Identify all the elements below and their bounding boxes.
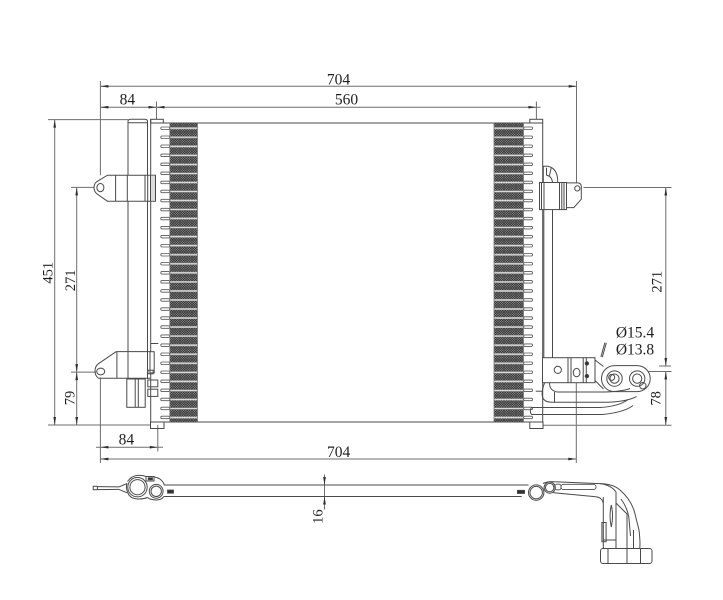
svg-text:704: 704 bbox=[327, 71, 351, 88]
svg-text:271: 271 bbox=[63, 270, 79, 292]
svg-text:16: 16 bbox=[311, 509, 327, 524]
svg-text:Ø13.8: Ø13.8 bbox=[616, 342, 655, 359]
svg-text:78: 78 bbox=[649, 391, 665, 406]
svg-text:271: 271 bbox=[649, 271, 665, 293]
svg-text:Ø15.4: Ø15.4 bbox=[616, 325, 655, 342]
svg-text:704: 704 bbox=[327, 444, 351, 461]
svg-text:84: 84 bbox=[119, 432, 135, 449]
svg-text:451: 451 bbox=[40, 262, 56, 284]
svg-text:560: 560 bbox=[335, 92, 359, 109]
svg-text:84: 84 bbox=[120, 92, 136, 109]
svg-text:79: 79 bbox=[63, 391, 79, 406]
